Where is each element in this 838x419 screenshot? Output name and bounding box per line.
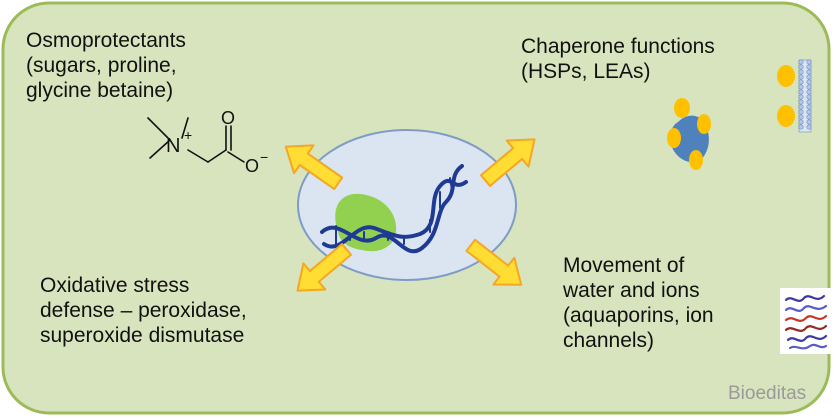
- nitrogen-atom: N: [166, 135, 180, 157]
- chaperone-label: Chaperone functions (HSPs, LEAs): [521, 34, 715, 84]
- carboxylate-oxygen: O: [245, 156, 259, 176]
- chaperone-dot: [674, 98, 690, 118]
- osmoprotectants-line: (sugars, proline,: [26, 54, 177, 77]
- osmoprotectants-label: Osmoprotectants (sugars, proline, glycin…: [26, 28, 186, 103]
- dna-helix: [320, 164, 468, 254]
- movement-line: (aquaporins, ion: [563, 304, 714, 327]
- glycine-betaine-structure: N + O O −: [147, 108, 268, 176]
- membrane-protein-dot: [777, 65, 795, 87]
- watermark: Bioeditas: [728, 383, 807, 404]
- membrane-protein-dot: [777, 105, 795, 127]
- chaperone-line: Chaperone functions: [521, 35, 715, 58]
- aquaporin-structure: [780, 288, 832, 354]
- oxidative-line: Oxidative stress: [40, 274, 190, 297]
- water-ion-movement-label: Movement of water and ions (aquaporins, …: [563, 253, 714, 353]
- movement-line: channels): [563, 329, 655, 352]
- chaperone-complex: [667, 98, 711, 170]
- osmoprotectants-line: Osmoprotectants: [26, 29, 186, 52]
- movement-line: Movement of: [563, 254, 685, 277]
- chaperone-line: (HSPs, LEAs): [521, 60, 651, 83]
- chaperone-dot: [689, 150, 703, 170]
- oxidative-line: superoxide dismutase: [40, 324, 245, 347]
- membrane-lipids: [798, 59, 812, 133]
- oxidative-line: defense – peroxidase,: [40, 299, 247, 322]
- chaperone-dot: [697, 114, 711, 134]
- movement-line: water and ions: [563, 279, 700, 302]
- chaperone-dot: [667, 128, 681, 148]
- nitrogen-charge: +: [184, 127, 192, 143]
- oxidative-defense-label: Oxidative stress defense – peroxidase, s…: [40, 273, 247, 348]
- carboxylate-charge: −: [260, 149, 268, 165]
- carbonyl-oxygen: O: [221, 108, 235, 128]
- osmoprotectants-line: glycine betaine): [26, 79, 174, 102]
